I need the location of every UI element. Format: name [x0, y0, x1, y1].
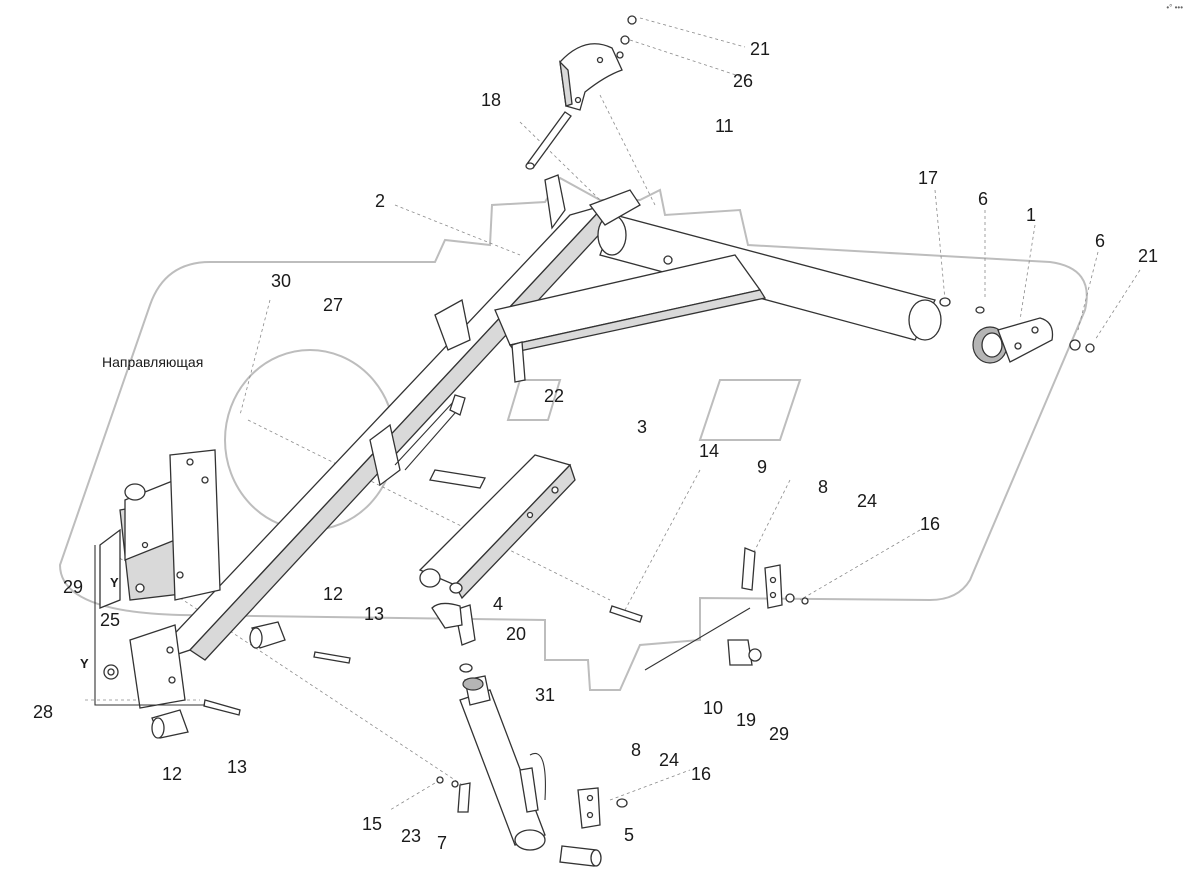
callout-24-lower: 24 [659, 750, 680, 770]
callout-19: 19 [736, 710, 757, 730]
guide-label: Направляющая [102, 354, 204, 370]
bushing-part-12-upper [249, 621, 351, 664]
callout-18: 18 [481, 90, 502, 110]
washer-set-top [616, 15, 637, 59]
callout-12-upper: 12 [323, 584, 344, 604]
callout-31: 31 [535, 685, 556, 705]
callout-29-left: 29 [63, 577, 84, 597]
cylinder-part-31 [431, 602, 546, 851]
callout-13-upper: 13 [364, 604, 385, 624]
callout-3: 3 [637, 417, 648, 437]
callout-30: 30 [271, 271, 292, 291]
callout-4: 4 [493, 594, 504, 614]
plate-part-8-lower [577, 787, 628, 829]
guide-assembly [99, 449, 221, 609]
callout-27: 27 [323, 295, 344, 315]
callout-7: 7 [437, 833, 448, 853]
callout-14: 14 [699, 441, 720, 461]
callout-8: 8 [818, 477, 829, 497]
callout-12-lower: 12 [162, 764, 183, 784]
bracket-outline-28 [94, 545, 205, 706]
callout-24: 24 [857, 491, 878, 511]
callout-16: 16 [920, 514, 941, 534]
clamp-part-11 [559, 43, 623, 111]
rod-part-10 [609, 605, 762, 671]
callout-28: 28 [33, 702, 54, 722]
callout-1: 1 [1026, 205, 1037, 225]
callout-6: 6 [978, 189, 989, 209]
y-mark-upper: Y [110, 575, 119, 590]
leader-lines [85, 17, 1141, 811]
y-mark-lower: Y [80, 656, 89, 671]
callout-20: 20 [506, 624, 527, 644]
callout-25: 25 [100, 610, 121, 630]
callout-13-lower: 13 [227, 757, 248, 777]
callout-15: 15 [362, 814, 383, 834]
bushing-part-12-lower [103, 664, 241, 739]
tube-beam [494, 189, 942, 353]
callout-21: 21 [750, 39, 771, 59]
callout-11: 11 [715, 116, 734, 136]
callout-22: 22 [544, 386, 565, 406]
callout-16-lower: 16 [691, 764, 712, 784]
pivot-bracket-part-1 [939, 297, 1095, 364]
callout-2: 2 [375, 191, 386, 211]
callout-8-lower: 8 [631, 740, 642, 760]
callout-6-right: 6 [1095, 231, 1106, 251]
callout-29-right: 29 [769, 724, 790, 744]
callout-26: 26 [733, 71, 754, 91]
link-part-3 [418, 454, 576, 600]
corner-mark: •° ••• [1166, 3, 1183, 12]
pin-part-5 [559, 845, 602, 867]
callout-5: 5 [624, 825, 635, 845]
callout-10: 10 [703, 698, 724, 718]
frame-part-2 [129, 174, 622, 709]
pin-part-18 [525, 111, 572, 170]
callout-21-right: 21 [1138, 246, 1159, 266]
strut-part-22 [394, 341, 526, 471]
small-hardware-lower [436, 776, 471, 813]
callout-23: 23 [401, 826, 422, 846]
callout-17: 17 [918, 168, 939, 188]
callout-9: 9 [757, 457, 768, 477]
plate-part-9-8 [741, 547, 809, 609]
